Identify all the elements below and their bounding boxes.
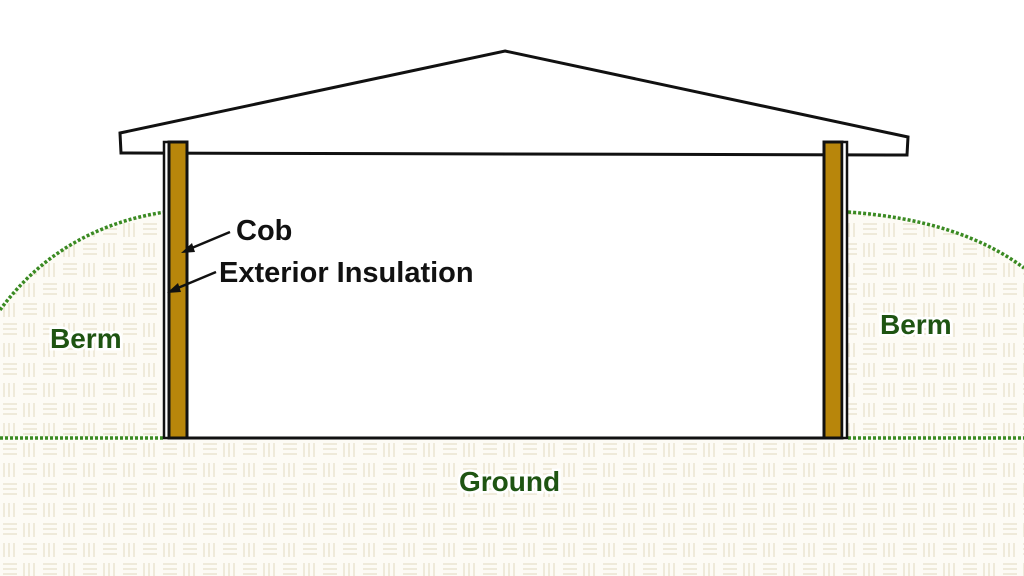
berm-right-label: Berm [880, 309, 952, 340]
berm-right-area [848, 212, 1024, 438]
cob-wall-right [822, 140, 844, 440]
exterior-insulation-label: Exterior Insulation [219, 257, 474, 289]
berm-right-outline [847, 210, 1024, 270]
exterior-insulation-arrow [167, 270, 217, 293]
berm-left-label: Berm [50, 323, 122, 354]
berm-left-outline [0, 210, 166, 312]
ground-area [0, 438, 1024, 576]
exterior-insulation-right [840, 140, 849, 440]
berm-left-area [0, 212, 165, 438]
cob-label: Cob [236, 215, 292, 247]
cob-arrow [181, 230, 231, 253]
ground-label: Ground [459, 466, 560, 497]
roof [118, 49, 910, 157]
